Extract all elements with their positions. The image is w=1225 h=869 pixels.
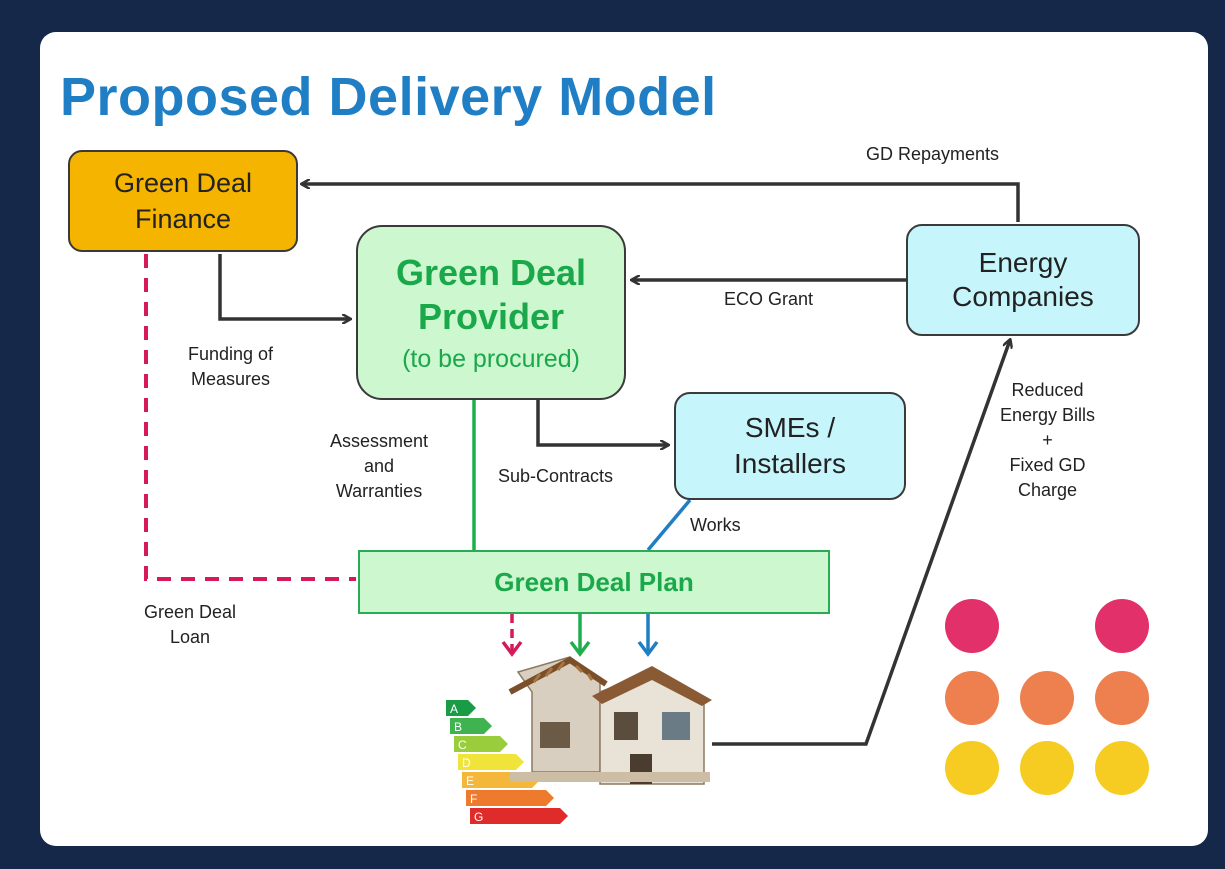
diagram-connectors: A B C D E F G — [144, 32, 1149, 824]
epc-letter: A — [450, 702, 458, 716]
plan-label: Green Deal Plan — [494, 566, 694, 597]
smes-label-line: SMEs / — [744, 412, 836, 443]
epc-letter: G — [474, 810, 483, 824]
funding-arrow — [218, 254, 350, 319]
dot — [1020, 671, 1074, 725]
green-deal-finance-box: Green Deal Finance — [68, 150, 298, 252]
epc-bar-b — [450, 718, 492, 734]
bills-line: + — [1042, 430, 1053, 450]
assessment-line-text: Warranties — [335, 481, 423, 501]
works-label: Works — [690, 515, 741, 535]
funding-line: Funding of — [188, 344, 274, 364]
epc-letter: F — [470, 792, 477, 806]
epc-letter: D — [462, 756, 471, 770]
epc-bar-f — [466, 790, 554, 806]
finance-label-line: Finance — [134, 204, 232, 234]
dot — [945, 671, 999, 725]
green-deal-plan-box: Green Deal Plan — [358, 550, 830, 614]
loan-line: Loan — [170, 627, 211, 647]
sub-contracts-arrow — [536, 400, 668, 445]
smes-installers-box: SMEs / Installers — [674, 392, 906, 500]
provider-label-line: Provider — [417, 295, 565, 337]
dot — [1020, 741, 1074, 795]
energy-label-line: Companies — [952, 281, 1094, 312]
finance-label-line: Green Deal — [113, 168, 253, 198]
energy-label-line: Energy — [978, 247, 1068, 278]
bills-line: Energy Bills — [1000, 405, 1096, 425]
dot — [1095, 741, 1149, 795]
epc-letter: E — [466, 774, 474, 788]
assessment-label: Assessment and Warranties — [330, 429, 428, 504]
epc-bar-a — [446, 700, 476, 716]
bills-line: Fixed GD — [1009, 455, 1086, 475]
epc-bar-g — [470, 808, 568, 824]
epc-letter: C — [458, 738, 467, 752]
loan-arrowhead — [501, 640, 523, 657]
reduced-energy-bills-label: Reduced Energy Bills + Fixed GD Charge — [1000, 378, 1095, 503]
green-deal-loan-label: Green Deal Loan — [144, 600, 236, 650]
funding-of-measures-label: Funding of Measures — [188, 342, 273, 392]
sub-contracts-label: Sub-Contracts — [498, 466, 614, 486]
gd-repayments-arrow — [302, 184, 1020, 222]
works-line — [646, 498, 692, 552]
green-deal-provider-box: Green Deal Provider (to be procured) — [356, 225, 626, 400]
assessment-line-text: and — [364, 456, 395, 476]
slide: Proposed Delivery Model — [40, 32, 1208, 846]
dot — [945, 741, 999, 795]
dot — [1095, 599, 1149, 653]
green-deal-loan-line — [144, 254, 356, 581]
page-title: Proposed Delivery Model — [60, 67, 717, 127]
epc-bar-d — [458, 754, 524, 770]
epc-letter: B — [454, 720, 462, 734]
reduced-bills-arrow — [712, 340, 1010, 746]
epc-bar-c — [454, 736, 508, 752]
eco-grant-label: ECO Grant — [724, 289, 814, 309]
gd-repayments-label: GD Repayments — [866, 144, 1000, 164]
dot — [945, 599, 999, 653]
funding-line: Measures — [191, 369, 271, 389]
provider-label-line: Green Deal — [395, 251, 587, 293]
bills-line: Charge — [1018, 480, 1078, 500]
dot — [1095, 671, 1149, 725]
loan-line: Green Deal — [144, 602, 237, 622]
bills-line: Reduced — [1011, 380, 1084, 400]
provider-note: (to be procured) — [402, 344, 580, 373]
assessment-line-text: Assessment — [330, 431, 429, 451]
energy-companies-box: Energy Companies — [906, 224, 1140, 336]
decorative-dots — [945, 599, 1149, 795]
works-arrowhead — [637, 640, 659, 657]
smes-label-line: Installers — [733, 448, 847, 479]
assessment-arrowhead — [569, 640, 591, 657]
house-icon — [508, 656, 712, 785]
